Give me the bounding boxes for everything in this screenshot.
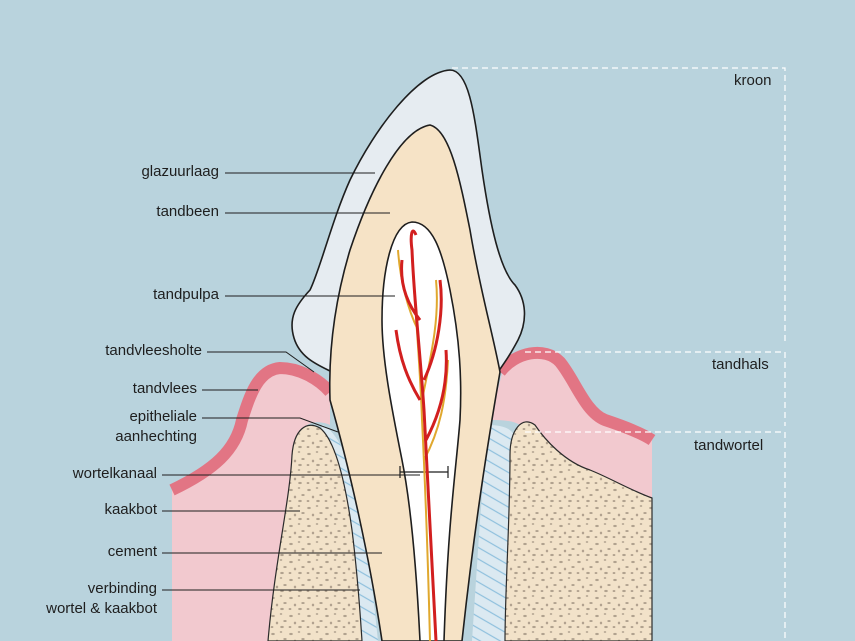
label-epitheliale-1: epitheliale — [129, 408, 197, 425]
label-verbinding-1: verbinding — [87, 580, 157, 597]
ligament-right — [472, 425, 515, 641]
pulp — [381, 221, 462, 641]
label-tandvlees: tandvlees — [132, 380, 197, 397]
label-cement: cement — [107, 543, 157, 560]
gum-right-edge — [495, 347, 656, 446]
label-tandvleesholte: tandvleesholte — [105, 342, 202, 359]
section-kroon: kroon — [734, 72, 772, 89]
bone-right — [504, 421, 653, 641]
label-glazuurlaag: glazuurlaag — [141, 163, 219, 180]
section-tandwortel: tandwortel — [694, 437, 764, 454]
bone-left — [267, 424, 363, 641]
section-brackets — [452, 67, 786, 641]
leader-lines — [162, 172, 420, 591]
label-verbinding-2: wortel & kaakbot — [46, 600, 157, 617]
section-tandhals: tandhals — [712, 356, 769, 373]
label-tandpulpa: tandpulpa — [153, 286, 219, 303]
label-wortelkanaal: wortelkanaal — [72, 465, 157, 482]
nerve — [397, 249, 449, 641]
gum-left-edge — [169, 361, 335, 496]
label-tandbeen: tandbeen — [156, 203, 219, 220]
artery — [394, 229, 448, 641]
label-epitheliale-2: aanhechting — [115, 428, 197, 445]
label-kaakbot: kaakbot — [104, 501, 157, 518]
